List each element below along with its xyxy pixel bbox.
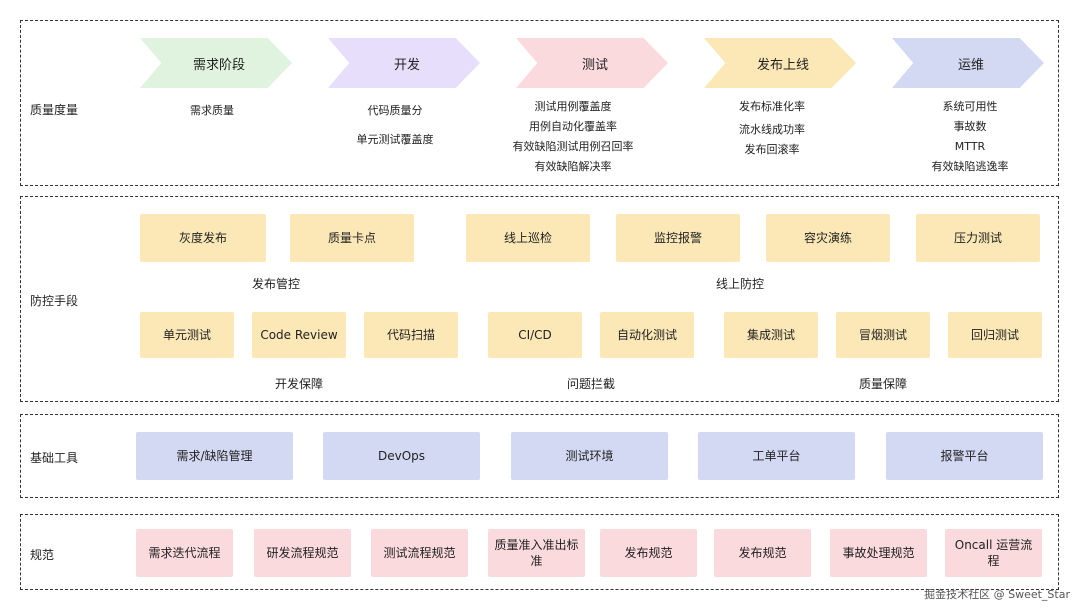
stage-testing: 测试 <box>516 38 668 88</box>
stage-development: 开发 <box>328 38 480 88</box>
metric-item: 流水线成功率 <box>739 123 805 136</box>
standards-section <box>20 514 1059 590</box>
section-label-quality: 质量度量 <box>30 103 79 117</box>
metric-item: 有效缺陷解决率 <box>534 160 612 173</box>
metric-item: 用例自动化覆盖率 <box>529 120 617 133</box>
quality-metrics-section <box>20 20 1059 186</box>
tool-item-requirement-defect: 需求/缺陷管理 <box>136 432 293 480</box>
tools-section <box>20 414 1059 498</box>
group-label-online-prevention: 线上防控 <box>715 277 765 291</box>
stage-label: 运维 <box>957 57 984 73</box>
prevention-item-ci-cd: CI/CD <box>488 312 582 358</box>
standard-item-iteration-process: 需求迭代流程 <box>136 529 233 577</box>
metric-item: 测试用例覆盖度 <box>534 100 612 113</box>
tool-item-test-env: 测试环境 <box>511 432 668 480</box>
metric-item: 有效缺陷逃逸率 <box>931 160 1009 173</box>
stage-release: 发布上线 <box>704 38 856 88</box>
metrics-release: 发布标准化率 流水线成功率 发布回滚率 <box>712 97 832 160</box>
standard-item-release-spec-2: 发布规范 <box>714 529 811 577</box>
group-label-release-control: 发布管控 <box>251 277 301 291</box>
standard-item-incident-handling: 事故处理规范 <box>830 529 927 577</box>
stage-label: 需求阶段 <box>192 57 245 73</box>
standard-item-oncall-process: Oncall 运营流程 <box>945 529 1042 577</box>
tool-item-alert-platform: 报警平台 <box>886 432 1043 480</box>
metric-item: 代码质量分 <box>367 104 423 117</box>
standard-item-test-process: 测试流程规范 <box>371 529 468 577</box>
metrics-testing: 测试用例覆盖度 用例自动化覆盖率 有效缺陷测试用例召回率 有效缺陷解决率 <box>493 97 653 177</box>
prevention-item-code-review: Code Review <box>252 312 346 358</box>
prevention-item-code-scan: 代码扫描 <box>364 312 458 358</box>
prevention-item-stress-test: 压力测试 <box>916 214 1040 262</box>
prevention-item-disaster-drill: 容灾演练 <box>766 214 890 262</box>
metrics-operations: 系统可用性 事故数 MTTR 有效缺陷逃逸率 <box>910 97 1030 177</box>
metrics-development: 代码质量分 单元测试覆盖度 <box>335 101 455 150</box>
group-label-quality-assurance: 质量保障 <box>858 377 908 391</box>
prevention-item-integration-test: 集成测试 <box>724 312 818 358</box>
standard-item-dev-process: 研发流程规范 <box>254 529 351 577</box>
metrics-requirements: 需求质量 <box>152 101 272 121</box>
stage-operations: 运维 <box>892 38 1044 88</box>
metric-item: 需求质量 <box>190 104 234 117</box>
group-label-issue-interception: 问题拦截 <box>566 377 616 391</box>
section-label-tools: 基础工具 <box>30 451 79 465</box>
prevention-item-gray-release: 灰度发布 <box>140 214 266 262</box>
metric-item: 事故数 <box>953 120 987 133</box>
prevention-item-regression-test: 回归测试 <box>948 312 1042 358</box>
section-label-standards: 规范 <box>30 548 55 562</box>
prevention-section <box>20 196 1059 402</box>
stage-label: 测试 <box>581 57 608 73</box>
metric-item: 发布标准化率 <box>739 100 805 113</box>
prevention-item-online-inspection: 线上巡检 <box>466 214 590 262</box>
metric-item: 发布回滚率 <box>744 143 800 156</box>
section-label-prevention: 防控手段 <box>30 294 79 308</box>
prevention-item-smoke-test: 冒烟测试 <box>836 312 930 358</box>
standard-item-quality-entry-exit: 质量准入准出标准 <box>488 529 585 577</box>
prevention-item-quality-gate: 质量卡点 <box>290 214 414 262</box>
tool-item-devops: DevOps <box>323 432 480 480</box>
prevention-item-unit-test: 单元测试 <box>140 312 234 358</box>
prevention-item-automation-test: 自动化测试 <box>600 312 694 358</box>
metric-item: MTTR <box>954 140 986 153</box>
metric-item: 系统可用性 <box>942 100 998 113</box>
watermark: 掘金技术社区 @ Sweet_Star <box>924 588 1070 601</box>
metric-item: 单元测试覆盖度 <box>356 133 434 146</box>
stage-requirements: 需求阶段 <box>140 38 292 88</box>
tool-item-ticket-platform: 工单平台 <box>698 432 855 480</box>
stage-label: 开发 <box>393 57 420 73</box>
metric-item: 有效缺陷测试用例召回率 <box>512 140 634 153</box>
prevention-item-monitoring-alert: 监控报警 <box>616 214 740 262</box>
group-label-dev-assurance: 开发保障 <box>274 377 324 391</box>
stage-label: 发布上线 <box>756 57 809 73</box>
standard-item-release-spec: 发布规范 <box>600 529 697 577</box>
